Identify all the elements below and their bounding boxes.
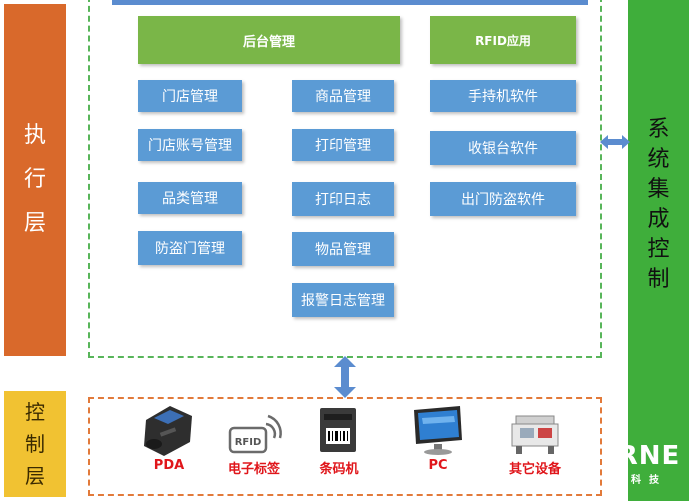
sys-char: 控	[647, 237, 670, 262]
sys-char: 制	[647, 267, 670, 292]
company-logo: RNE 科技	[610, 434, 688, 492]
top-blue-bar	[112, 0, 588, 5]
sys-char: 成	[647, 207, 670, 232]
rfid-application-header[interactable]: RFID应用	[430, 16, 576, 64]
device-label-other-equipment: 其它设备	[508, 462, 561, 477]
print-management-box[interactable]: 打印管理	[292, 129, 394, 161]
double-arrow-vertical-icon	[333, 356, 357, 398]
sys-char: 集	[647, 177, 670, 202]
sys-char: 系	[647, 117, 670, 142]
exec-char: 执	[23, 123, 46, 148]
store-account-management-box[interactable]: 门店账号管理	[138, 129, 242, 161]
cashier-software-box[interactable]: 收银台软件	[430, 131, 576, 165]
sys-char: 统	[647, 147, 670, 172]
store-management-box[interactable]: 门店管理	[138, 80, 242, 112]
ctrl-char: 控	[25, 400, 45, 424]
control-layer-label: 控 制 层	[4, 391, 66, 497]
device-label-pda: PDA	[153, 458, 185, 473]
category-management-box[interactable]: 品类管理	[138, 182, 242, 214]
exit-anti-theft-software-box[interactable]: 出门防盗软件	[430, 182, 576, 216]
machine-icon	[508, 410, 562, 456]
alarm-log-management-box[interactable]: 报警日志管理	[292, 283, 394, 317]
handheld-software-box[interactable]: 手持机软件	[430, 80, 576, 112]
barcode-printer-icon	[316, 404, 360, 456]
backend-management-header[interactable]: 后台管理	[138, 16, 400, 64]
device-label-pc: PC	[428, 458, 448, 473]
pc-monitor-icon	[408, 404, 468, 456]
logo-mark: RNE	[617, 440, 681, 471]
product-management-box[interactable]: 商品管理	[292, 80, 394, 112]
pda-icon	[140, 402, 198, 458]
execution-layer-label: 执 行 层	[4, 4, 66, 356]
exec-char: 层	[23, 211, 46, 236]
control-layer-box	[88, 397, 602, 496]
device-label-rfid-tag: 电子标签	[227, 462, 280, 477]
rfid-tag-icon: RFID	[226, 412, 284, 456]
security-gate-management-box[interactable]: 防盗门管理	[138, 231, 242, 265]
system-integration-band: 系 统 集 成 控 制	[628, 0, 689, 501]
exec-char: 行	[23, 167, 46, 192]
ctrl-char: 层	[25, 464, 45, 488]
logo-subtitle: 科技	[631, 474, 667, 486]
device-label-barcode-printer: 条码机	[319, 462, 359, 477]
svg-text:RFID: RFID	[235, 437, 262, 448]
print-log-box[interactable]: 打印日志	[292, 182, 394, 216]
ctrl-char: 制	[25, 432, 45, 456]
item-management-box[interactable]: 物品管理	[292, 232, 394, 266]
double-arrow-horizontal-icon	[600, 134, 630, 150]
